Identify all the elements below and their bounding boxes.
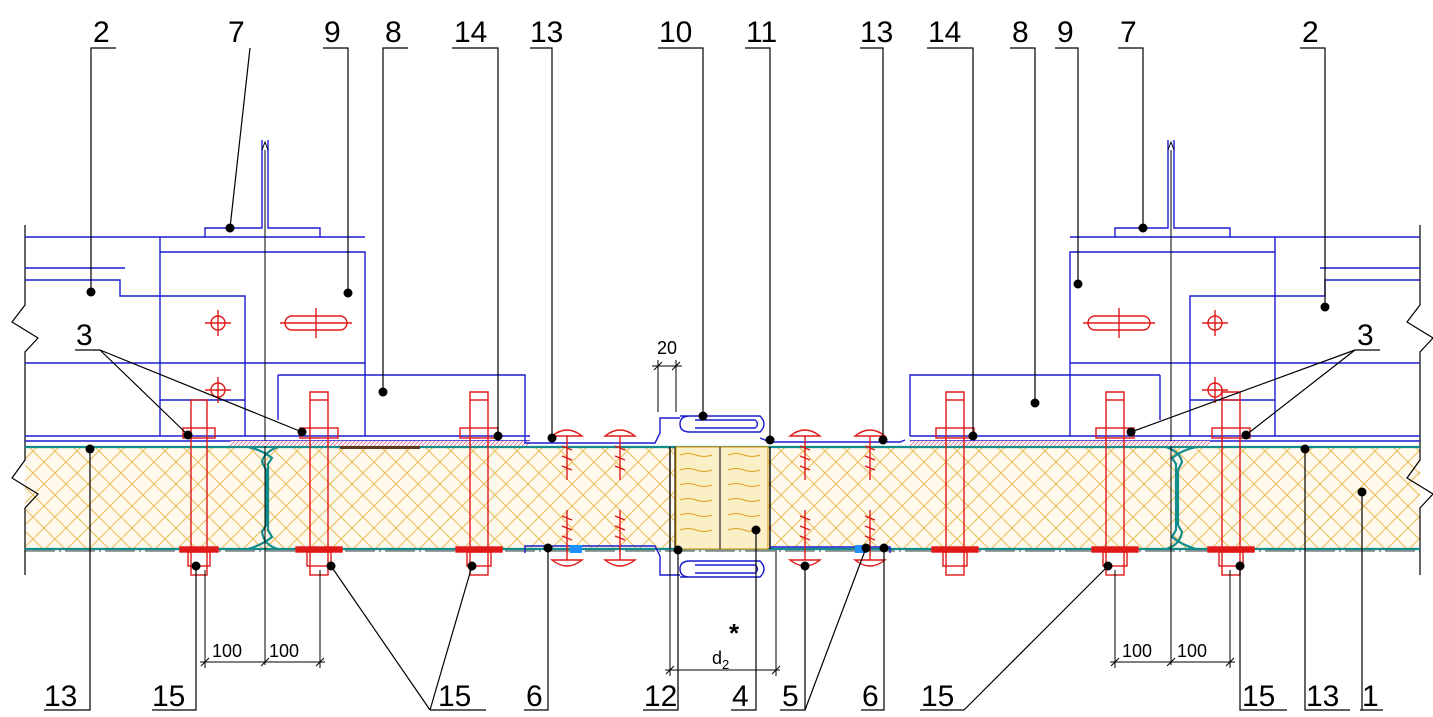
label-13-bottom-left: 13 [44,680,77,713]
label-15-bottom-2: 15 [438,680,471,713]
label-1: 1 [1362,680,1379,713]
cover-flashings [524,415,906,578]
frame-left [25,140,530,442]
label-15-bottom-3: 15 [921,680,954,713]
label-6-left: 6 [526,680,543,713]
label-3-left: 3 [76,319,93,352]
label-2-right: 2 [1302,16,1319,49]
label-7-right: 7 [1120,16,1137,49]
dim-100-right-1: 100 [1122,641,1152,661]
label-15-bottom-1: 15 [152,680,185,713]
label-5: 5 [782,680,799,713]
label-13-right: 13 [860,16,893,49]
label-12: 12 [644,680,677,713]
label-13-bottom-right: 13 [1306,680,1339,713]
leader-lines [44,47,1383,711]
slots-and-holes [205,308,1228,403]
label-8-right: 8 [1012,16,1029,49]
dim-100-right-2: 100 [1177,641,1207,661]
top-labels: 2 7 9 8 14 13 10 11 13 14 8 9 7 2 [93,16,1319,49]
frame-right [909,140,1420,442]
bottom-labels: 13 15 15 6 12 4 5 6 15 15 13 1 [44,680,1379,713]
dim-100-left-1: 100 [212,641,242,661]
dimension-lines [200,360,1235,676]
label-2-left: 2 [93,16,110,49]
centre-lines [261,140,1175,665]
dim-d2: d2 [712,648,729,672]
break-lines [11,225,1433,575]
dim-20: 20 [657,338,677,358]
dimension-texts: 20 100 100 100 100 d2 * [212,338,1207,672]
side-labels: 3 3 [76,319,1374,352]
label-9-right: 9 [1057,16,1074,49]
label-3-right: 3 [1357,319,1374,352]
label-6-right: 6 [862,680,879,713]
label-14-left: 14 [454,16,487,49]
self-tapping-screws [550,429,887,567]
label-7-left: 7 [228,16,245,49]
panel-locks [247,445,1197,551]
dim-100-left-2: 100 [269,641,299,661]
label-15-bottom-4: 15 [1242,680,1275,713]
label-9-left: 9 [324,16,341,49]
label-14-right: 14 [928,16,961,49]
label-13-left: 13 [530,16,563,49]
label-4: 4 [732,680,749,713]
label-8-left: 8 [385,16,402,49]
through-bolts [179,391,1255,576]
leader-dots [85,223,1367,571]
label-10: 10 [659,16,692,49]
label-11: 11 [746,16,777,49]
sealing-tape [230,441,1210,449]
dim-d2-asterisk: * [729,618,740,648]
